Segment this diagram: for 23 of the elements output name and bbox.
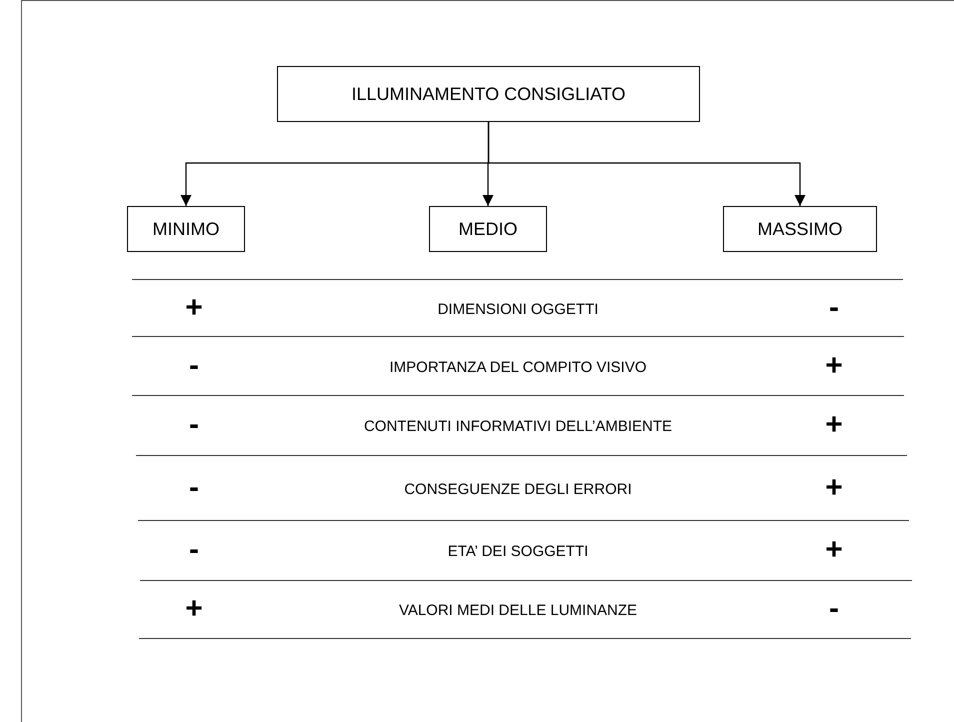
sign-symbol: - [189, 350, 199, 380]
factor-label: DIMENSIONI OGGETTI [438, 300, 598, 318]
text-box: MEDIO [429, 206, 547, 252]
sign-symbol: - [829, 292, 839, 322]
text-box: MASSIMO [723, 206, 877, 252]
text-box: ILLUMINAMENTO CONSIGLIATO [277, 66, 700, 122]
sign-symbol: - [189, 535, 199, 565]
sign-symbol: - [829, 594, 839, 624]
sign-symbol: - [189, 410, 199, 440]
arrow [488, 122, 806, 206]
factor-label: CONSEGUENZE DEGLI ERRORI [404, 480, 632, 498]
sign-symbol: - [189, 472, 199, 502]
factor-label: ETA’ DEI SOGGETTI [448, 543, 588, 560]
sign-symbol: + [185, 292, 203, 322]
sign-symbol: + [825, 472, 843, 502]
factor-label: CONTENUTI INFORMATIVI DELL’AMBIENTE [364, 418, 672, 436]
sign-symbol: + [185, 594, 203, 624]
factor-label: IMPORTANZA DEL COMPITO VISIVO [390, 358, 646, 376]
sign-symbol: + [825, 535, 843, 565]
factor-label: VALORI MEDI DELLE LUMINANZE [398, 602, 638, 620]
sign-symbol: + [825, 410, 843, 440]
text-box: MINIMO [127, 206, 245, 252]
sign-symbol: + [825, 350, 843, 380]
